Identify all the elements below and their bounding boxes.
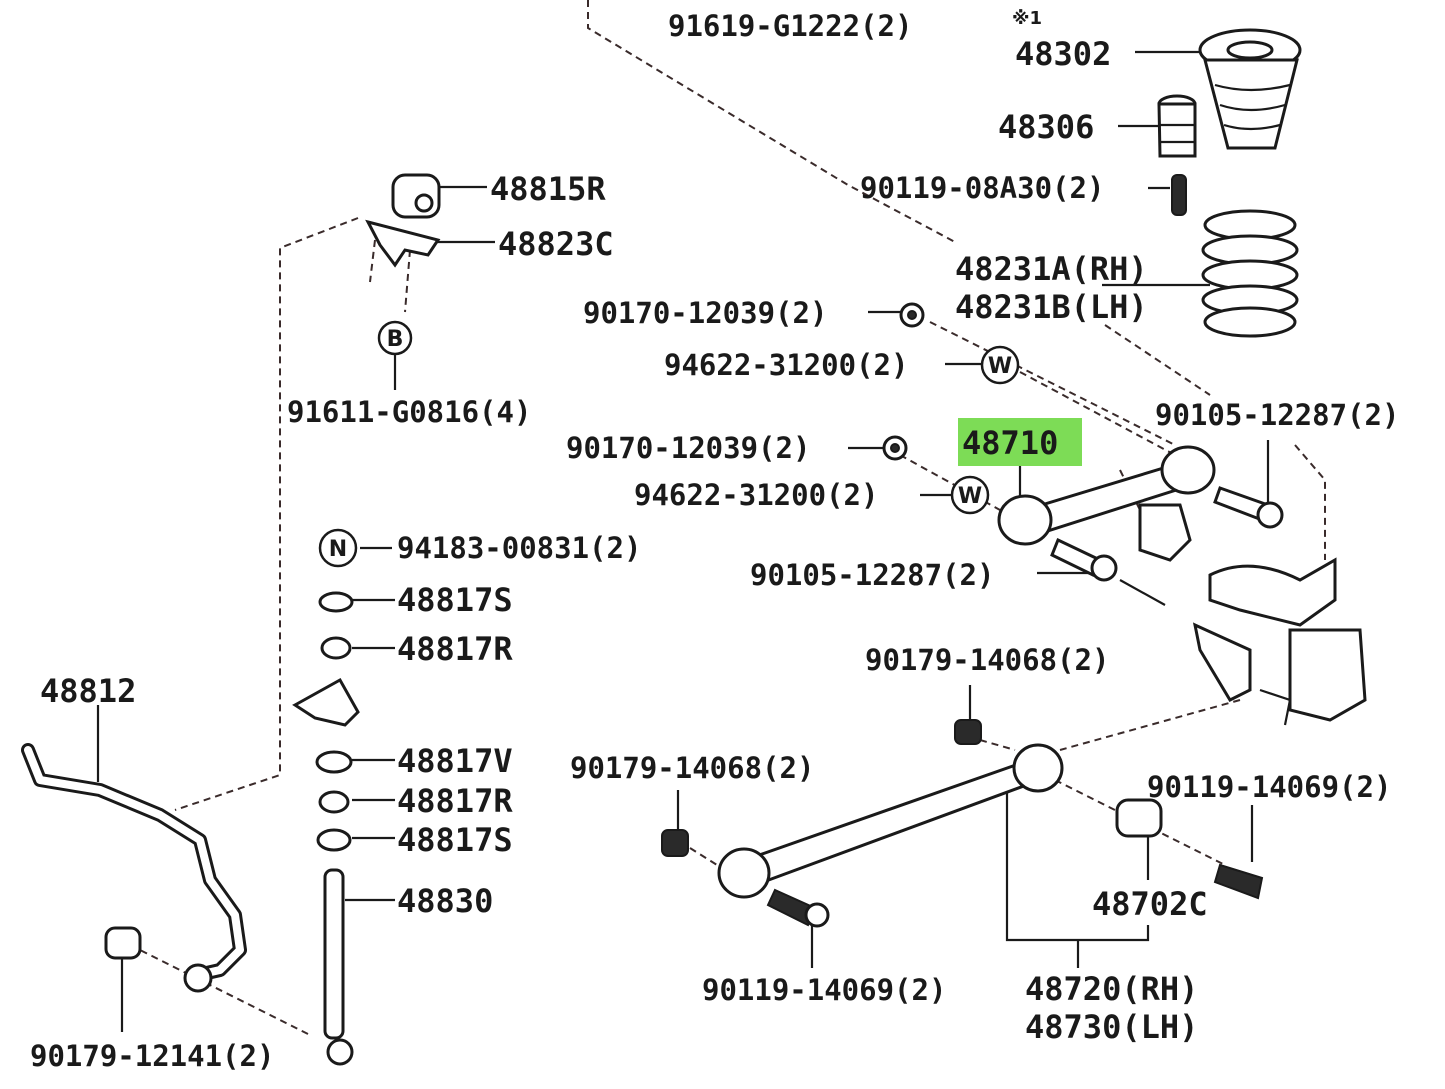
- leader-lines: [96, 50, 1270, 1032]
- cushion-48817r-a: [320, 636, 352, 660]
- bracket-48823c: [365, 219, 441, 268]
- bolt-90119-14069-a: [1213, 863, 1264, 900]
- upper-arm-48710: [997, 445, 1216, 546]
- svg-text:W: W: [958, 484, 982, 509]
- circle-mark-w2: W: [950, 475, 990, 515]
- axle-housing: [1119, 503, 1367, 726]
- label-48817v: 48817V: [397, 742, 513, 780]
- label-90170-a: 90170-12039(2): [583, 296, 827, 330]
- bump-stop-48306: [1157, 94, 1197, 158]
- label-48231a: 48231A(RH): [955, 250, 1148, 288]
- stabilizer-link-48830: [323, 868, 354, 1066]
- label-48817r-b: 48817R: [397, 782, 513, 820]
- dashed-assembly-lines: [129, 0, 1326, 1036]
- label-90179-12141: 90179-12141(2): [30, 1039, 274, 1073]
- label-48730: 48730(LH): [1025, 1008, 1198, 1046]
- bolt-90119-14069-b: [766, 888, 830, 928]
- label-91611: 91611-G0816(4): [287, 395, 531, 429]
- label-48817s-b: 48817S: [397, 821, 513, 859]
- label-48306: 48306: [998, 108, 1094, 146]
- label-48710: 48710: [962, 424, 1058, 462]
- label-48815r: 48815R: [490, 170, 606, 208]
- stabilizer-bar-48812: [21, 743, 247, 993]
- label-48812: 48812: [40, 672, 136, 710]
- bushing-48815r: [391, 173, 441, 219]
- svg-text:B: B: [387, 327, 404, 352]
- bracket-plate: [292, 677, 360, 727]
- nut-90170-a: [899, 302, 925, 328]
- svg-text:N: N: [329, 537, 347, 562]
- label-48823c: 48823C: [498, 225, 614, 263]
- nut-90170-b: [882, 435, 908, 461]
- label-94622-a: 94622-31200(2): [664, 348, 908, 382]
- label-91619: 91619-G1222(2): [668, 9, 912, 43]
- cushion-48817v: [315, 750, 353, 774]
- label-90179-14068-b: 90179-14068(2): [570, 751, 814, 785]
- label-90119-14069-a: 90119-14069(2): [1147, 770, 1391, 804]
- bolt-90105-b: [1050, 537, 1118, 582]
- cushion-48817r-b: [318, 790, 350, 814]
- label-90170-b: 90170-12039(2): [566, 431, 810, 465]
- lower-arm-48720: [717, 743, 1064, 899]
- bump-boot-48302: [1198, 28, 1302, 150]
- highlight-48710: [958, 418, 1082, 466]
- circle-mark-n: N: [318, 528, 358, 568]
- label-90105-a: 90105-12287(2): [1155, 398, 1399, 432]
- label-48231b: 48231B(LH): [955, 288, 1148, 326]
- note-mark: ※1: [1012, 8, 1042, 29]
- nut-90179-14068-b: [661, 829, 689, 857]
- circle-mark-b: B: [377, 320, 413, 356]
- part-labels: 91619-G1222(2) ※1 48302 48306 90119-08A3…: [30, 8, 1399, 1073]
- label-48702c: 48702C: [1092, 885, 1208, 923]
- bushing-90179-12141: [104, 926, 142, 960]
- bushing-48702c: [1115, 798, 1163, 838]
- label-90119-14069-b: 90119-14069(2): [702, 973, 946, 1007]
- bolt-90119-08a30: [1171, 174, 1187, 216]
- nut-90179-14068-a: [954, 719, 982, 745]
- label-90119-08a30: 90119-08A30(2): [860, 171, 1104, 205]
- cushion-48817s-b: [316, 828, 352, 852]
- label-48817s-a: 48817S: [397, 581, 513, 619]
- svg-text:W: W: [988, 354, 1012, 379]
- label-48817r-a: 48817R: [397, 630, 513, 668]
- bolt-90105-a: [1213, 486, 1284, 529]
- label-48720: 48720(RH): [1025, 970, 1198, 1008]
- label-90179-14068-a: 90179-14068(2): [865, 643, 1109, 677]
- label-48830: 48830: [397, 882, 493, 920]
- circle-mark-w1: W: [980, 345, 1020, 385]
- coil-spring-48231: [1201, 209, 1299, 338]
- label-90105-b: 90105-12287(2): [750, 558, 994, 592]
- cushion-48817s-a: [318, 591, 354, 613]
- label-94622-b: 94622-31200(2): [634, 478, 878, 512]
- label-94183: 94183-00831(2): [397, 531, 641, 565]
- label-48302: 48302: [1015, 35, 1111, 73]
